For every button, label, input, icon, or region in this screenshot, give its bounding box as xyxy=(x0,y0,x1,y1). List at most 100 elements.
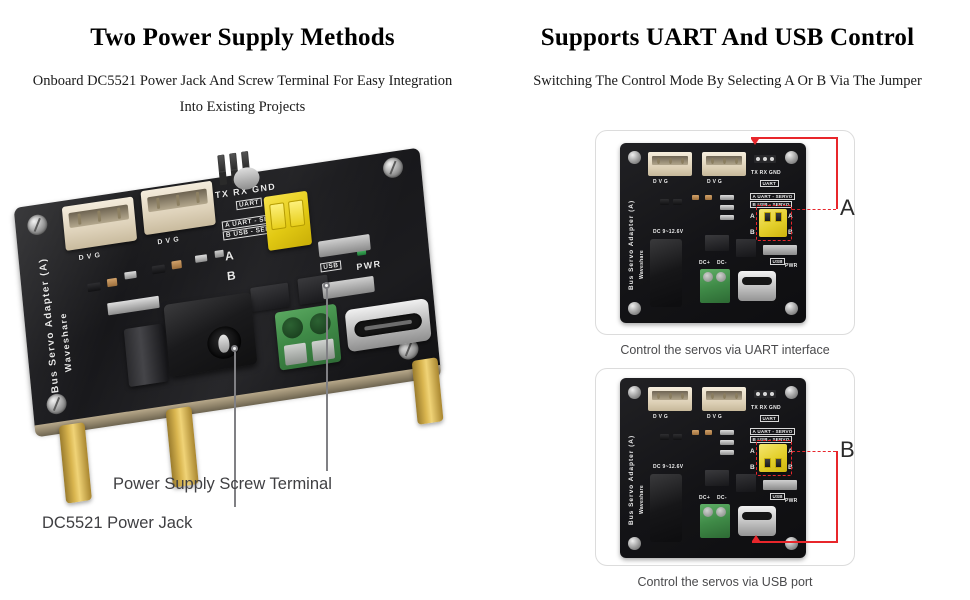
servo-pin xyxy=(680,392,684,399)
mini-silk-mode-a: A UART - SERVO xyxy=(750,428,796,435)
mini-dc-jack[interactable] xyxy=(650,474,682,542)
mini-servo-connector-1[interactable] xyxy=(648,387,692,411)
servo-pin xyxy=(175,194,180,207)
servo-pin xyxy=(734,157,738,164)
jumper-cap-right[interactable] xyxy=(287,199,306,228)
mode-jumper-block[interactable] xyxy=(263,190,313,251)
smd-resistor xyxy=(87,282,101,293)
main-board-photo: D V G D V G TX RX GND UART A UART - SERV… xyxy=(0,130,485,600)
mini-ic-chip xyxy=(705,470,729,486)
ic-regulator xyxy=(250,282,291,313)
selector-label-b: B xyxy=(840,437,855,462)
mini-screw-terminal[interactable] xyxy=(700,504,730,538)
servo-pin xyxy=(96,210,101,222)
mini-mode-jumper-block[interactable] xyxy=(759,209,787,237)
mini-servo-connector-2[interactable] xyxy=(702,152,746,176)
smd-capacitor xyxy=(106,277,118,288)
mini-silk-servo-pins-2: D V G xyxy=(707,414,723,420)
mini-silk-pwr-label: PWR xyxy=(785,263,798,269)
jumper-cap-left[interactable] xyxy=(764,212,771,222)
mini-dc-jack[interactable] xyxy=(650,239,682,307)
callout-leader-screw-terminal xyxy=(326,289,328,471)
usb-card-caption: Control the servos via USB port xyxy=(637,575,813,589)
red-line-b-horizontal xyxy=(752,541,838,543)
mini-silk-uart-label: UART xyxy=(760,180,779,187)
mini-servo-connector-2[interactable] xyxy=(702,387,746,411)
mini-servo-slot-2 xyxy=(706,391,742,400)
servo-pin xyxy=(680,157,684,164)
mini-smd-resistor xyxy=(673,434,682,440)
smd-resistor xyxy=(151,264,166,275)
uart-pin-rx xyxy=(763,392,767,396)
mini-smd-capacitor xyxy=(705,430,712,435)
servo-pin xyxy=(710,157,714,164)
mini-silk-usb-label: USB xyxy=(770,258,786,265)
jumper-cap-left[interactable] xyxy=(269,202,287,231)
mini-usb-c-opening xyxy=(742,277,772,285)
servo-pin xyxy=(734,392,738,399)
standoff-front-left xyxy=(58,422,92,504)
mini-terminal-screw-1[interactable] xyxy=(703,507,713,517)
servo-pin xyxy=(76,213,81,225)
uart-mode-card: D V G D V G TX RX GND UART A UART - SERV… xyxy=(595,130,855,357)
right-panel: Supports UART And USB Control Switching … xyxy=(485,0,970,600)
mini-smd-diode xyxy=(720,195,734,200)
silk-usb-label: USB xyxy=(319,260,342,273)
callout-dot-screw-terminal xyxy=(323,282,330,289)
jumper-highlight-box-b xyxy=(756,440,792,476)
mini-servo-connector-1[interactable] xyxy=(648,152,692,176)
mini-smd-resistor xyxy=(673,199,682,205)
mounting-screw-bottom-left xyxy=(45,392,68,416)
red-arrow-to-uart-header xyxy=(751,139,759,145)
right-panel-heading: Supports UART And USB Control xyxy=(540,24,915,51)
mini-ic-chip xyxy=(736,239,756,257)
mini-servo-slot-2 xyxy=(706,156,742,165)
mini-terminal-screw-2[interactable] xyxy=(716,272,726,282)
power-screw-terminal[interactable] xyxy=(274,303,342,371)
mini-silk-mode-b: B USB - SERVO xyxy=(750,201,792,208)
mini-silk-dc-minus: DC- xyxy=(717,260,727,266)
mini-screw-bottom-right xyxy=(785,537,798,550)
jumper-cap-left[interactable] xyxy=(764,458,771,468)
mini-silk-brand: Waveshare xyxy=(639,250,645,279)
jumper-cap-right[interactable] xyxy=(775,212,782,222)
mini-smd-diode xyxy=(720,205,734,210)
callout-label-dc-jack: DC5521 Power Jack xyxy=(42,514,193,532)
mini-silk-jumper-b-left: B xyxy=(750,464,756,471)
smd-capacitor xyxy=(171,260,182,270)
servo-connector-1[interactable] xyxy=(61,196,138,251)
mini-usb-c-port[interactable] xyxy=(738,506,776,536)
silk-brand: Waveshare xyxy=(57,311,74,373)
dc5521-power-jack[interactable] xyxy=(163,292,258,377)
mini-silk-dc-plus: DC+ xyxy=(699,260,711,266)
mini-usb-c-port[interactable] xyxy=(738,271,776,301)
mini-terminal-screw-1[interactable] xyxy=(703,272,713,282)
red-dash-a-to-jumper xyxy=(792,209,836,210)
screw-terminal-screw-2[interactable] xyxy=(308,311,332,336)
mini-smd-resistor xyxy=(660,434,669,440)
mini-silk-voltage: DC 9~12.6V xyxy=(653,464,684,470)
mini-uart-header[interactable] xyxy=(754,390,776,398)
mounting-screw-top-left xyxy=(26,213,49,237)
callout-label-screw-terminal: Power Supply Screw Terminal xyxy=(113,475,332,493)
red-line-b-vertical xyxy=(836,451,838,543)
screw-terminal-screw-1[interactable] xyxy=(281,315,304,340)
mini-terminal-screw-2[interactable] xyxy=(716,507,726,517)
usb-c-port[interactable] xyxy=(344,298,432,353)
mini-silk-uart-pins: TX RX GND xyxy=(751,170,781,176)
red-dash-b-to-jumper xyxy=(792,451,836,452)
mini-servo-slot-1 xyxy=(652,391,688,400)
servo-pin xyxy=(668,392,672,399)
jumper-cap-right[interactable] xyxy=(775,458,782,468)
mini-smd-diode xyxy=(720,450,734,455)
mini-uart-header[interactable] xyxy=(754,155,776,163)
mini-screw-bottom-left xyxy=(628,537,641,550)
mini-silk-dc-plus: DC+ xyxy=(699,495,711,501)
mini-screw-terminal[interactable] xyxy=(700,269,730,303)
servo-connector-2[interactable] xyxy=(140,180,216,236)
silk-jumper-b: B xyxy=(226,267,238,284)
mini-mode-jumper-block[interactable] xyxy=(759,444,787,472)
mini-silk-uart-label: UART xyxy=(760,415,779,422)
mini-silk-servo-pins-1: D V G xyxy=(653,414,669,420)
